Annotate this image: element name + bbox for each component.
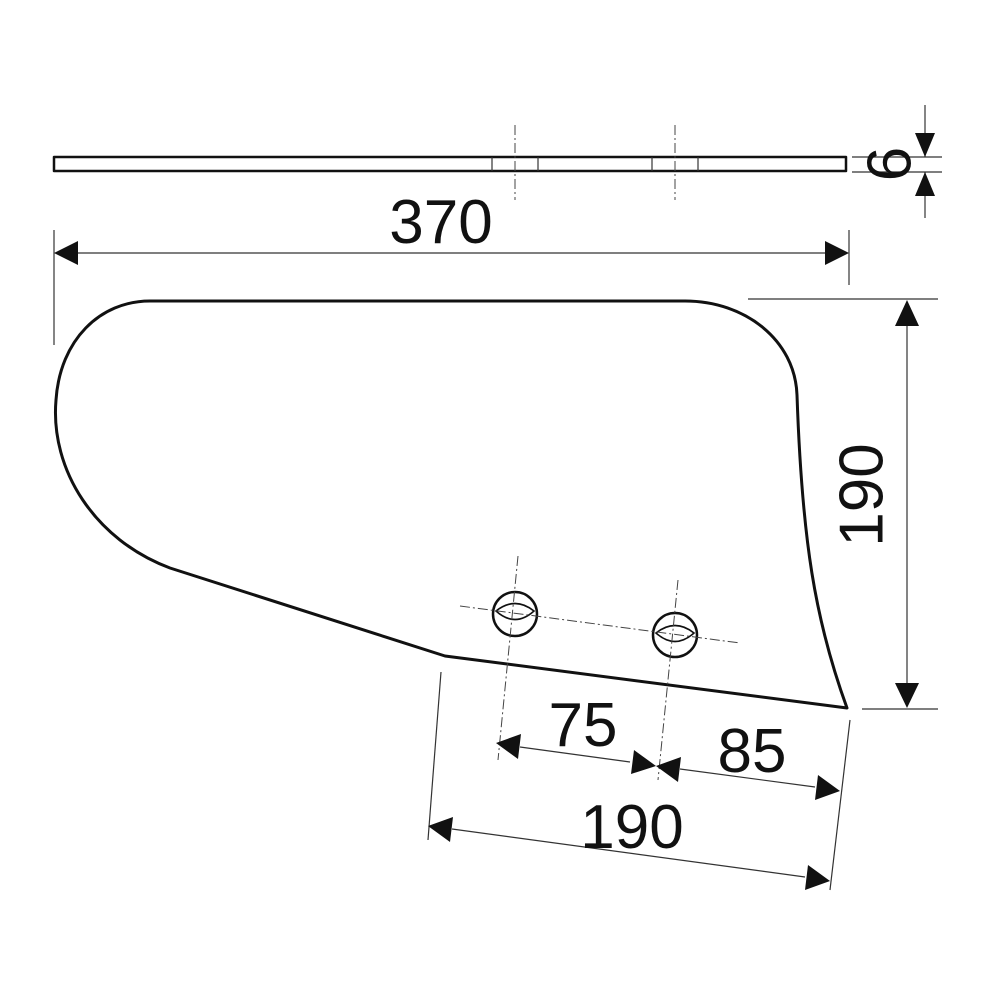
hole-centerline-2 [657,579,679,781]
overall-length-dimension: 370 [53,188,850,345]
arrow-up-icon [915,172,935,196]
hole-spacing-label: 75 [549,691,618,760]
arrow-left-icon [496,734,521,759]
side-view-bar [52,125,848,200]
overall-length-label: 370 [389,188,492,257]
bolt-hole-2 [651,611,699,659]
share-outline [53,299,849,710]
arrow-left-icon [54,241,78,265]
bottom-dimensions: 75 85 190 [427,671,851,891]
arrow-up-icon [895,300,919,326]
height-label: 190 [827,443,896,546]
base-length-label: 190 [580,793,683,862]
hole-to-tip-label: 85 [718,717,787,786]
bolt-hole-1 [491,590,539,638]
thickness-dimension: 6 [852,105,942,218]
arrow-down-icon [895,683,919,708]
hole-centerline-1 [497,555,519,761]
hole-axis-line [459,605,741,644]
height-dimension: 190 [748,298,938,710]
arrow-left-icon [656,757,681,782]
arrow-left-icon [428,817,453,842]
arrow-right-icon [805,865,830,890]
arrow-right-icon [825,241,849,265]
arrow-down-icon [915,133,935,157]
thickness-label: 6 [855,147,924,181]
arrow-right-icon [815,775,840,800]
arrow-right-icon [631,750,656,774]
